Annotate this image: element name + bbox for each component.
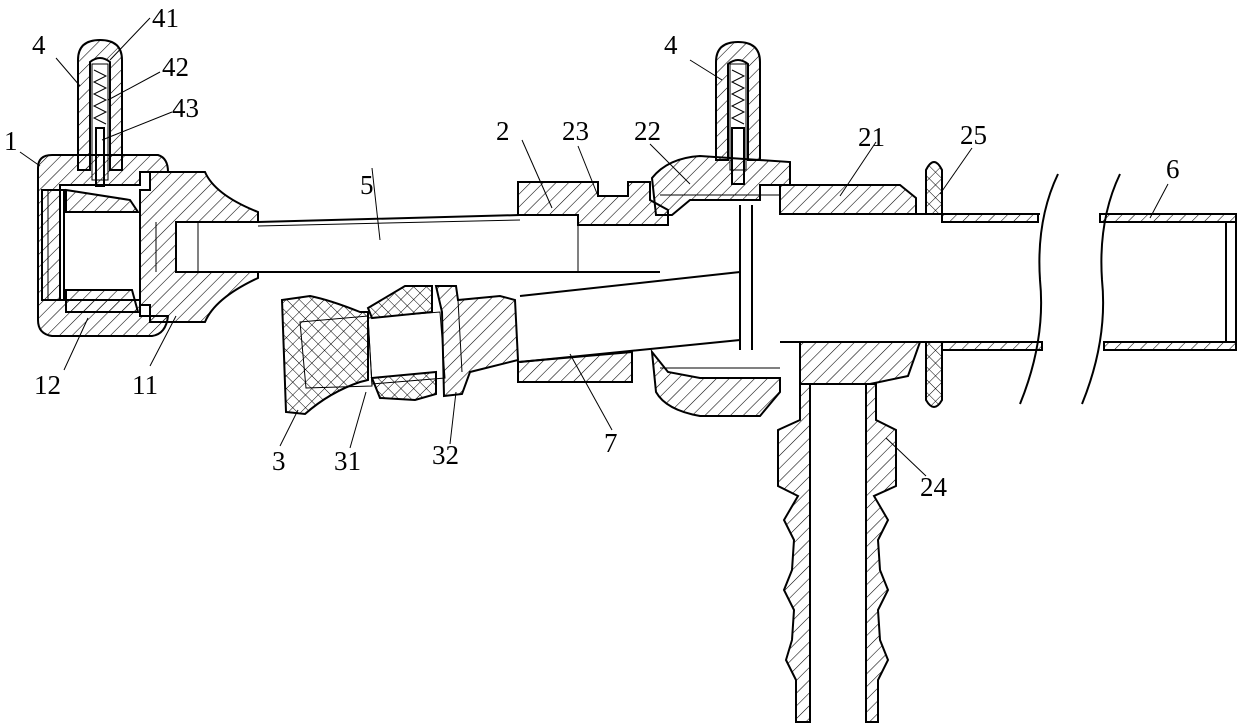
part-25-ring [926,162,942,407]
label-5: 5 [360,170,374,200]
label-3: 3 [272,446,286,476]
part-22-coupling [652,156,790,416]
label-4-left: 4 [32,30,46,60]
part-32-sleeve [436,286,518,396]
label-12: 12 [34,370,61,400]
label-1: 1 [4,126,18,156]
label-43: 43 [172,93,199,123]
part-11-nozzle [140,172,258,322]
label-25: 25 [960,120,987,150]
label-11: 11 [132,370,158,400]
part-7-branch [520,272,740,362]
label-23: 23 [562,116,589,146]
label-42: 42 [162,52,189,82]
reference-labels: 1 4 41 42 43 12 11 5 2 23 22 4 21 25 6 7… [4,3,1180,502]
label-32: 32 [432,440,459,470]
part-3-adapter [282,296,372,414]
part-31-nut [368,286,445,400]
label-2: 2 [496,116,510,146]
part-12-seat [66,190,138,312]
leader-lines [20,18,1168,476]
label-4-right: 4 [664,30,678,60]
part-24-barb [778,384,896,722]
part-6-pipe [942,174,1236,404]
label-31: 31 [334,446,361,476]
label-41: 41 [152,3,179,33]
label-21: 21 [858,122,885,152]
label-6: 6 [1166,154,1180,184]
label-24: 24 [920,472,948,502]
label-22: 22 [634,116,661,146]
label-7: 7 [604,428,618,458]
